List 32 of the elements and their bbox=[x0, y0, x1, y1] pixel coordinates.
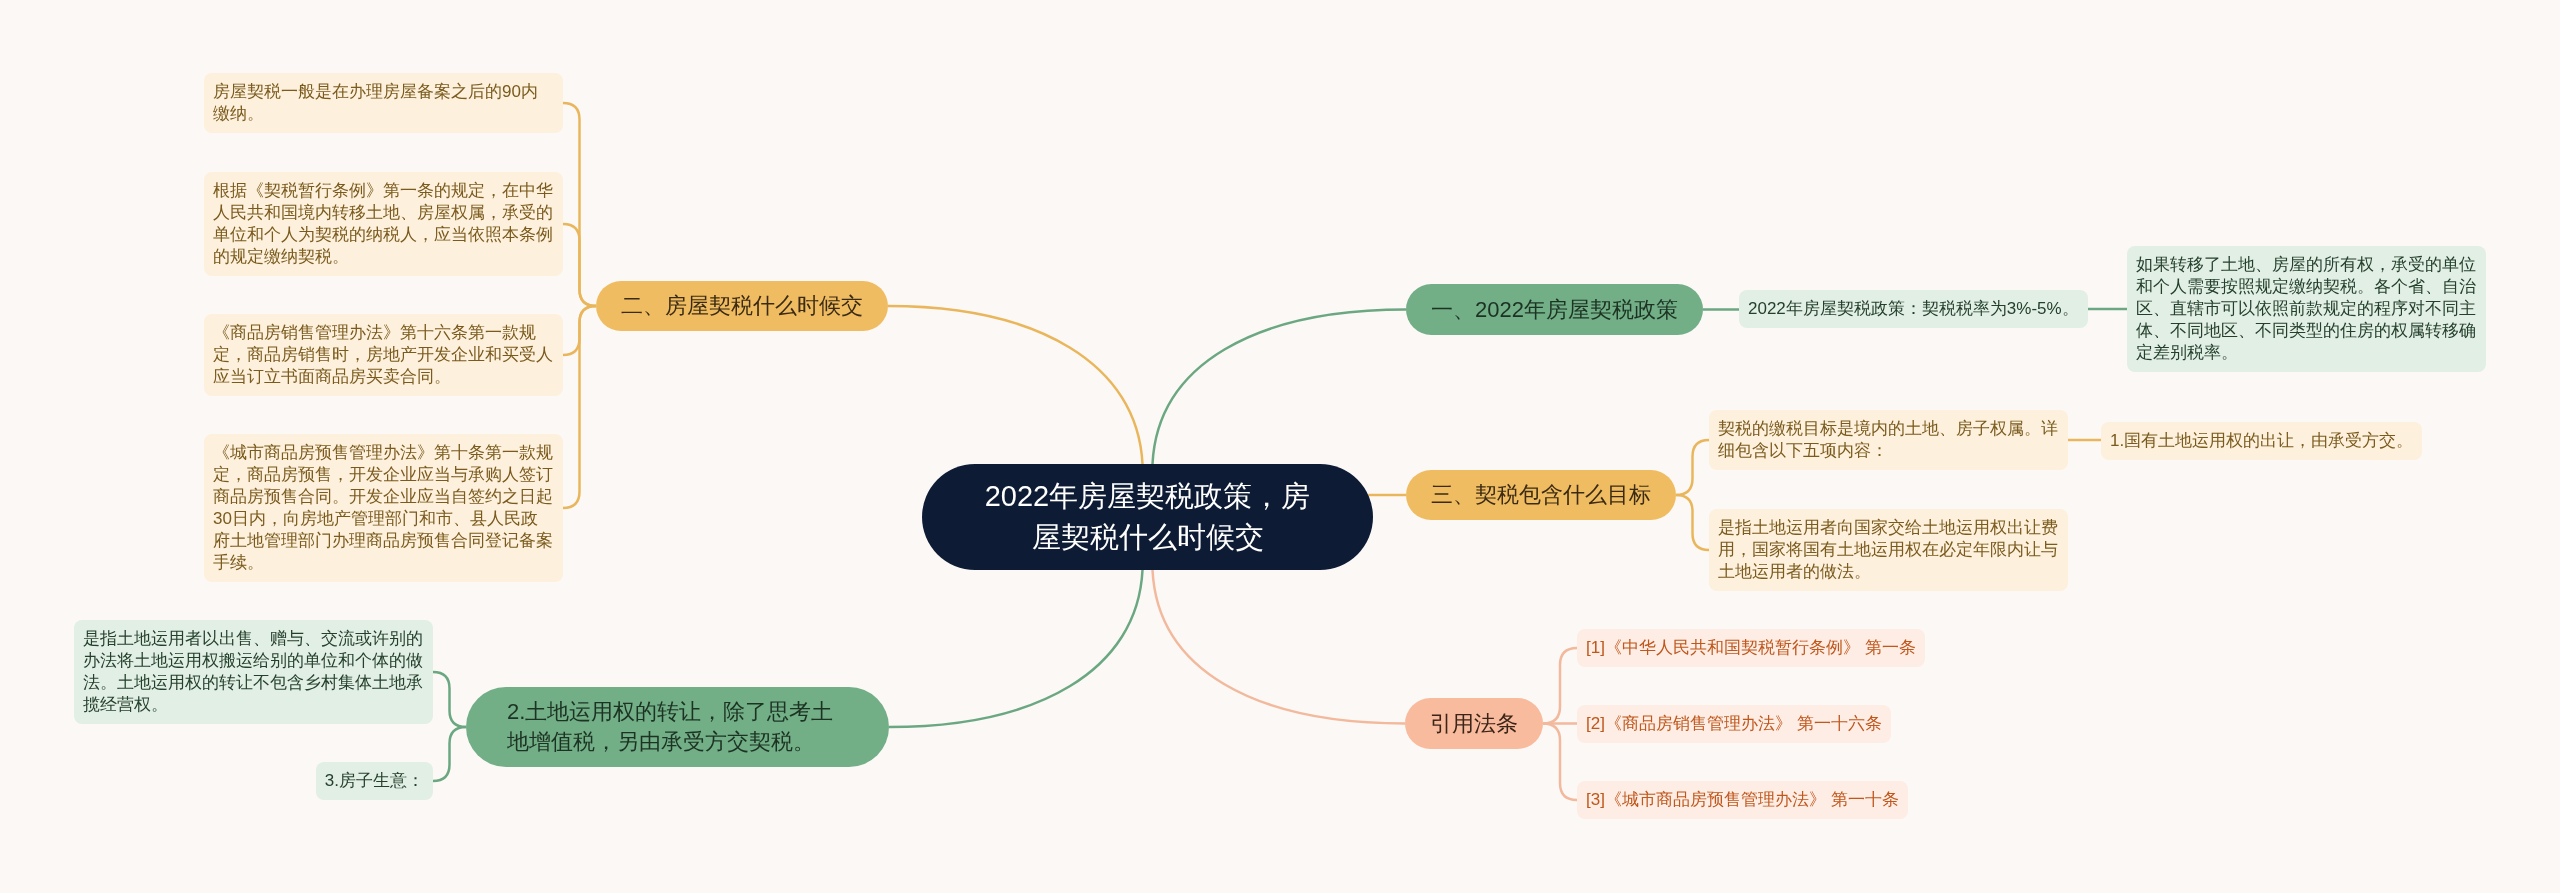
branch-topic: 三、契税包含什么目标 bbox=[1406, 470, 1676, 520]
subtopic-card: 3.房子生意： bbox=[315, 762, 433, 800]
reference-card: [2]《商品房销售管理办法》 第一十六条 bbox=[1577, 705, 1891, 743]
reference-card: [1]《中华人民共和国契税暂行条例》 第一条 bbox=[1577, 629, 1925, 667]
reference-card: [3]《城市商品房预售管理办法》 第一十条 bbox=[1577, 781, 1908, 819]
connector-line bbox=[432, 725, 467, 783]
subtopic-card: 2022年房屋契税政策：契税税率为3%-5%。 bbox=[1739, 290, 2088, 328]
subtopic-card: 《商品房销售管理办法》第十六条第一款规定，商品房销售时，房地产开发企业和买受人应当订立书面商品房买卖合同。 bbox=[204, 314, 563, 396]
subtopic-card: 是指土地运用者以出售、赠与、交流或许别的办法将土地运用权搬运给别的单位和个体的做法。土地运用权的转让不包含乡村集体土地承揽经营权。 bbox=[74, 620, 433, 724]
branch-topic: 二、房屋契税什么时候交 bbox=[596, 281, 888, 331]
connector-line bbox=[1151, 308, 1407, 465]
branch-topic: 2.土地运用权的转让，除了思考土地增值税，另由承受方交契税。 bbox=[466, 687, 889, 767]
subtopic-card: 《城市商品房预售管理办法》第十条第一款规定，商品房预售，开发企业应当与承购人签订商品房预售合同。开发企业应当自签约之日起30日内，向房地产管理部门和市、县人民政府土地管理部门办理商品房预售合同登记备案手续。 bbox=[204, 434, 563, 582]
branch-topic: 一、2022年房屋契税政策 bbox=[1406, 284, 1703, 335]
subtopic-card: 是指土地运用者向国家交给土地运用权出让费用，国家将国有土地运用权在必定年限内让与土地运用者的做法。 bbox=[1709, 509, 2068, 591]
subtopic-card: 根据《契税暂行条例》第一条的规定，在中华人民共和国境内转移土地、房屋权属，承受的单位和个人为契税的纳税人，应当依照本条例的规定缴纳契税。 bbox=[204, 172, 563, 276]
connector-line bbox=[562, 304, 597, 510]
subtopic-card: 1.国有土地运用权的出让，由承受方交。 bbox=[2101, 422, 2423, 460]
connector-line bbox=[2087, 307, 2127, 311]
connector-line bbox=[887, 304, 1144, 465]
subtopic-card: 契税的缴税目标是境内的土地、房子权属。详细包含以下五项内容： bbox=[1709, 410, 2068, 470]
connector-line bbox=[1703, 308, 1739, 311]
connector-line bbox=[1368, 493, 1406, 497]
connector-line bbox=[1675, 493, 1710, 552]
branch-topic: 引用法条 bbox=[1405, 698, 1543, 749]
connector-line bbox=[2068, 438, 2101, 442]
subtopic-card: 如果转移了土地、房屋的所有权，承受的单位和个人需要按照规定缴纳契税。各个省、自治区、直辖市可以依照前款规定的程序对不同主体、不同地区、不同类型的住房的权属转移确定差别税率。 bbox=[2127, 246, 2486, 372]
connector-line bbox=[888, 569, 1144, 729]
subtopic-card: 房屋契税一般是在办理房屋备案之后的90内缴纳。 bbox=[204, 73, 563, 133]
connector-line bbox=[1151, 569, 1406, 725]
central-topic: 2022年房屋契税政策，房屋契税什么时候交 bbox=[922, 464, 1373, 570]
connector-line bbox=[1542, 722, 1578, 802]
